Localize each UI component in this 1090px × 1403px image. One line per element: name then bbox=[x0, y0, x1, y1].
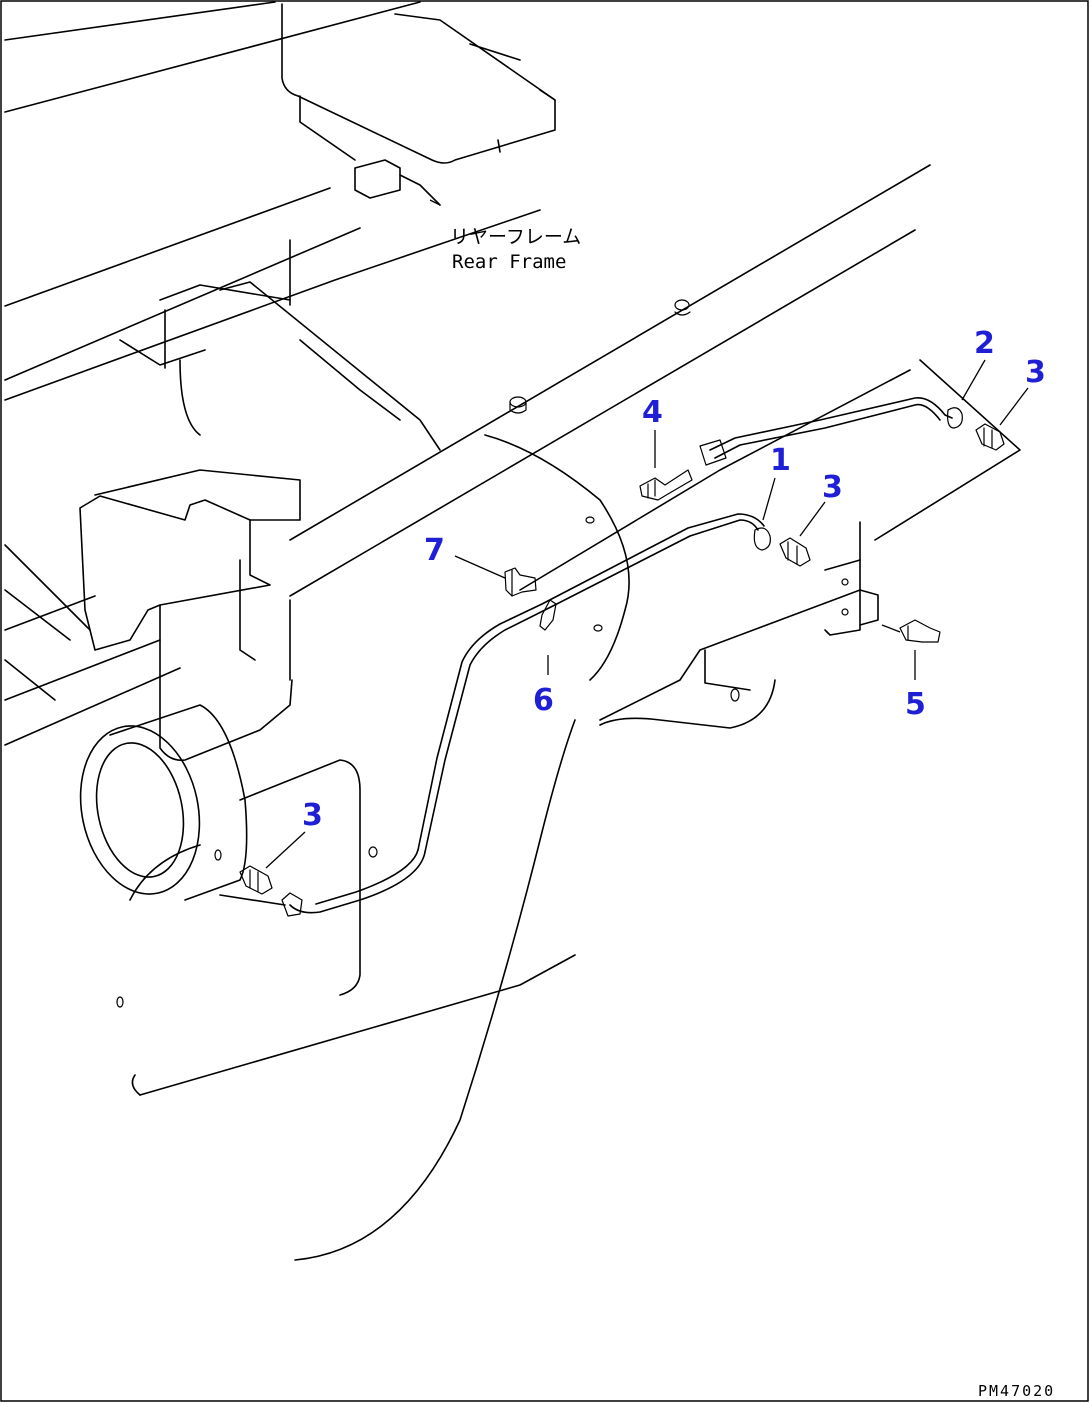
callout-3-middle[interactable]: 3 bbox=[822, 470, 843, 505]
tube-assembly bbox=[239, 397, 1005, 917]
callout-1[interactable]: 1 bbox=[770, 443, 791, 478]
callout-3-top[interactable]: 3 bbox=[1025, 355, 1046, 390]
rear-frame-drawing bbox=[4, 1, 1021, 1261]
callout-2[interactable]: 2 bbox=[974, 326, 995, 361]
callout-5[interactable]: 5 bbox=[905, 687, 926, 722]
callout-7[interactable]: 7 bbox=[424, 533, 445, 568]
leader-lines bbox=[265, 199, 1029, 869]
callout-4[interactable]: 4 bbox=[642, 395, 663, 430]
rear-frame-label-jp: リヤーフレーム bbox=[450, 226, 581, 248]
callout-6[interactable]: 6 bbox=[533, 683, 554, 718]
drawing-code: PM47020 bbox=[978, 1382, 1055, 1400]
rear-frame-label-en: Rear Frame bbox=[452, 251, 566, 273]
callout-3-lower[interactable]: 3 bbox=[302, 798, 323, 833]
